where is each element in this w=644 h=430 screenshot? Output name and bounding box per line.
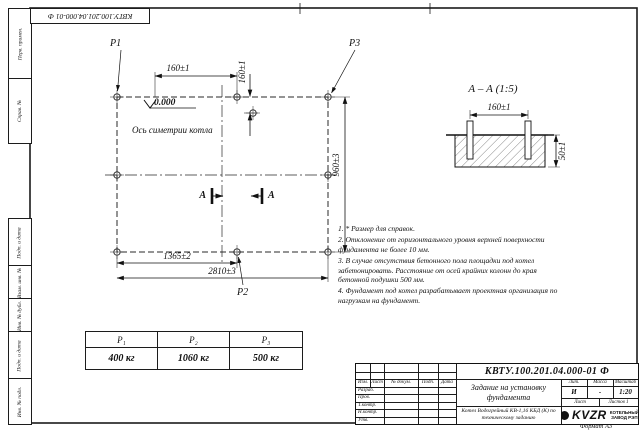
load-table-value-p2: 1060 кг: [158, 348, 230, 369]
role-utv: Утв.: [358, 417, 369, 423]
title-block: КВТУ.100.201.04.000-01 Ф Изм. Лист № док…: [355, 363, 639, 425]
foundation-outline: [116, 96, 329, 253]
stamp-label: Подп. и дата: [17, 339, 24, 372]
col-podp: Подп.: [421, 380, 435, 386]
section-letter-right: А: [267, 190, 275, 201]
sheet-frame: [29, 7, 638, 424]
anchor-bolt-left: [466, 120, 474, 160]
elevation-mark: [143, 99, 196, 109]
stamp-label: Подп. и дата: [17, 226, 24, 259]
note-line: 2. Отклонение от горизонтального уровня …: [338, 234, 545, 254]
p1-leader: [116, 49, 122, 92]
list-label: Лист: [574, 399, 586, 405]
role-tkontr: Т.контр.: [358, 402, 377, 408]
col-data: Дата: [441, 380, 453, 386]
stamp-inv-dubl: Инв. № дубл.: [8, 298, 32, 333]
dim-160-side-label: 160±1: [237, 61, 247, 84]
load-table-header-p3: P₃: [230, 332, 302, 348]
role-razrab: Разраб.: [358, 387, 375, 393]
elevation-label: 0.000: [154, 98, 176, 108]
drawing-title: Задание на установку фундамента: [470, 383, 547, 402]
stamp-inv-podl: Инв. № подл.: [8, 378, 32, 425]
col-izm: Изм.: [358, 380, 368, 386]
load-table-header-p1: P₁: [86, 332, 158, 348]
dimension-1365: [116, 256, 238, 268]
lit-label: Лит.: [568, 380, 580, 385]
notes-block: 1. * Размер для справок. 2. Отклонение о…: [338, 224, 568, 307]
stamp-podp-data-1: Подп. и дата: [8, 218, 32, 267]
listov-label: Листов 1: [608, 399, 629, 405]
load-table-value-p3: 500 кг: [252, 353, 280, 364]
lit-value: И: [571, 388, 577, 396]
foundation-plan-view: 160±1 160±1 960±3 1365±2: [105, 38, 360, 298]
note-line: 3. В случае отсутствия бетонного пола пл…: [338, 255, 537, 285]
massa-label: Масса: [593, 380, 607, 385]
kvzr-logo-sub2: ЗАВОД РЭП: [611, 415, 638, 420]
note-line: 4. Фундамент под котел разрабатывает про…: [338, 286, 558, 306]
section-letter-left: А: [198, 190, 206, 201]
anchor-bolt-right: [524, 120, 532, 160]
boiler-axis-label: Ось симетрии котла: [132, 125, 213, 135]
doc-number-flipped-box: КВТУ.100.201.04.000-01 Ф: [30, 8, 150, 24]
section-view-title: А – А (1:5): [467, 83, 518, 95]
stamp-label: Взам. инв. №: [17, 267, 24, 298]
stamp-label: Справ. №: [17, 99, 23, 123]
anchor-bolt-marks: [110, 90, 335, 259]
dimension-160-side: [244, 74, 258, 136]
dim-1365-label: 1365±2: [163, 251, 191, 261]
kvzr-logo-mark: [561, 410, 570, 420]
section-dim-160: [469, 110, 529, 119]
kvzr-logo-text: KVZR: [572, 408, 607, 422]
col-list: Лист: [371, 380, 383, 386]
load-table-value-p1: 400 кг: [86, 348, 158, 369]
col-docum: № докум.: [391, 380, 411, 386]
dim-2810-label: 2810±3: [208, 266, 236, 276]
masshtab-value: 1:20: [619, 388, 632, 396]
title-block-doc-number: КВТУ.100.201.04.000-01 Ф: [484, 366, 610, 377]
stamp-podp-data-2: Подп. и дата: [8, 331, 32, 380]
load-table-header-p2: P₂: [158, 332, 230, 348]
kvzr-logo: KVZR КОТЕЛЬНЫЙ ЗАВОД РЭП: [561, 406, 638, 424]
point-p2-label: P2: [236, 287, 248, 298]
dimension-2810: [116, 256, 329, 282]
point-p3-label: P3: [348, 38, 360, 49]
section-dim-50-label: 50±1: [557, 142, 567, 160]
role-nkontr: Н.контр.: [358, 410, 378, 416]
stamp-label: Инв. № дубл.: [17, 300, 24, 331]
drawing-subtitle: Котел Водогрейный КВ-1,16 КБД (К) по тех…: [461, 408, 556, 421]
section-view-a-a: А – А (1:5) 160±1 50±1: [446, 83, 567, 168]
stamp-perv-primen: Перв. примен.: [8, 8, 32, 80]
section-dim-160-label: 160±1: [488, 102, 511, 112]
note-line: 1. * Размер для справок.: [338, 224, 415, 233]
stamp-label: Перв. примен.: [17, 27, 24, 61]
masshtab-label: Масштаб: [614, 380, 637, 385]
dim-160-top-label: 160±1: [167, 63, 190, 73]
massa-value: -: [598, 388, 602, 396]
dim-960-label: 960±3: [331, 153, 341, 176]
load-table: P₁ P₂ P₃ 400 кг 1060 кг 500 кг: [85, 331, 303, 370]
p3-leader: [331, 49, 356, 94]
stamp-label: Инв. № подл.: [17, 386, 24, 417]
format-label: Формат А3: [579, 423, 613, 430]
p2-leader: [237, 256, 244, 286]
dimension-960: [332, 96, 350, 253]
stamp-sprav-n: Справ. №: [8, 78, 32, 144]
section-cut-marks: [210, 188, 264, 204]
section-dim-50: [548, 134, 560, 168]
dimension-160-top: [154, 72, 238, 97]
doc-number-flipped: КВТУ.100.201.04.000-01 Ф: [47, 11, 133, 21]
point-p1-label: P1: [109, 38, 121, 49]
kvzr-logo-sub1: КОТЕЛЬНЫЙ: [609, 409, 638, 415]
role-prov: Пров.: [358, 395, 371, 401]
stamp-vzam-inv: Взам. инв. №: [8, 265, 32, 300]
